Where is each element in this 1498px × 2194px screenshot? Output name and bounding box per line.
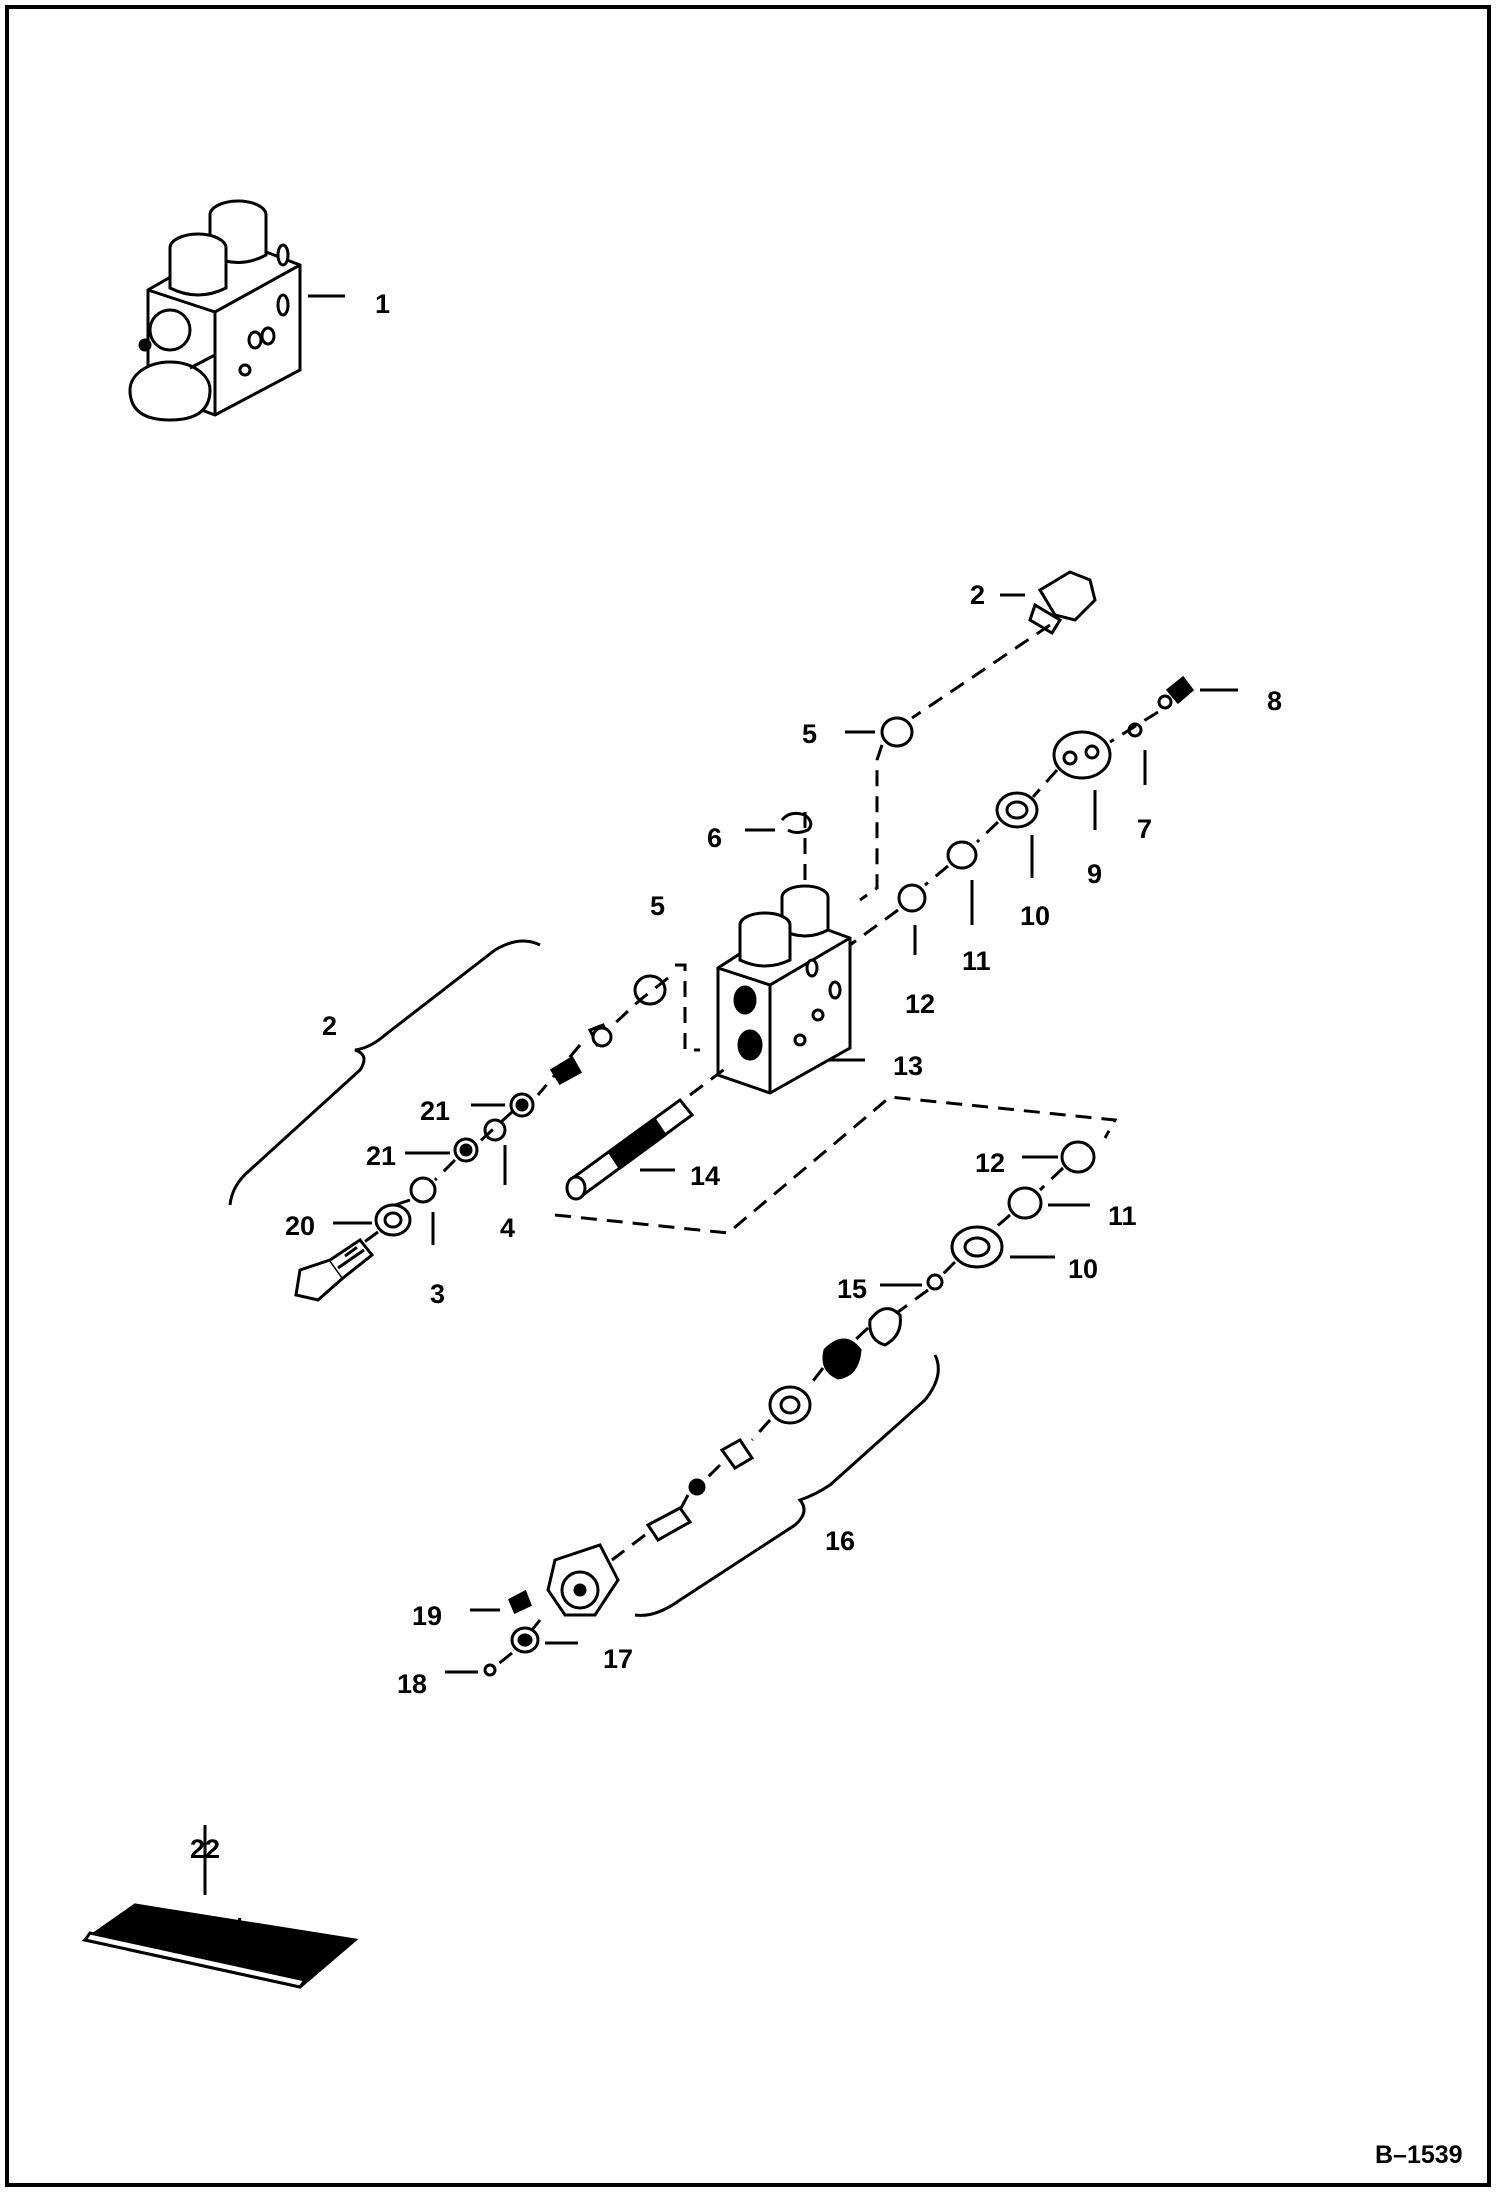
callout-21-upper: 21 (420, 1096, 450, 1126)
callout-12-top: 12 (905, 989, 935, 1019)
bracket-part-16-group (634, 1354, 940, 1617)
callout-10-top: 10 (1020, 901, 1050, 931)
callout-19: 19 (412, 1601, 442, 1631)
callout-11-bottom: 11 (1108, 1201, 1137, 1231)
callout-9: 9 (1087, 859, 1102, 889)
callout-12-bottom: 12 (975, 1148, 1005, 1178)
callout-3: 3 (430, 1279, 445, 1309)
oring-part-5-top (845, 716, 914, 748)
diagram-frame (5, 5, 1491, 2187)
callout-labels: 1 2 2 3 4 5 5 6 7 8 9 10 10 11 11 12 12 … (190, 289, 1463, 2169)
decal-part-22 (81, 1825, 359, 1989)
figure-id: B–1539 (1375, 2141, 1463, 2169)
assembly-lines (344, 623, 1159, 1667)
washer-stack-right (897, 722, 1147, 955)
fitting-part-8 (1157, 675, 1238, 710)
spool-left-components (294, 974, 667, 1302)
callout-22: 22 (190, 1834, 220, 1864)
callout-15: 15 (837, 1274, 867, 1304)
bracket-part-2-group (228, 939, 541, 1206)
callout-18: 18 (397, 1669, 427, 1699)
callout-2-plug: 2 (970, 580, 985, 610)
callout-14: 14 (690, 1161, 720, 1191)
valve-assembly-part-1 (128, 199, 345, 422)
callout-7: 7 (1137, 814, 1152, 844)
relief-valve-part-16 (445, 1307, 902, 1677)
plug-part-2 (1000, 570, 1097, 636)
callout-5-left: 5 (650, 891, 665, 921)
callout-6: 6 (707, 823, 722, 853)
callout-21-lower: 21 (366, 1141, 396, 1171)
callout-11-top: 11 (962, 946, 991, 976)
callout-20: 20 (285, 1211, 315, 1241)
clip-part-6 (745, 811, 813, 834)
lower-right-washers (880, 1140, 1096, 1291)
callout-16: 16 (825, 1526, 855, 1556)
callout-10-bottom: 10 (1068, 1254, 1098, 1284)
callout-2-bracket: 2 (322, 1011, 337, 1041)
callout-8: 8 (1267, 686, 1282, 716)
callout-4: 4 (500, 1213, 515, 1243)
callout-1: 1 (375, 289, 390, 319)
callout-17: 17 (603, 1644, 633, 1674)
callout-13: 13 (893, 1051, 923, 1081)
valve-body-part-13 (716, 884, 865, 1095)
callout-5-top: 5 (802, 719, 817, 749)
spool-part-14 (565, 1097, 695, 1201)
